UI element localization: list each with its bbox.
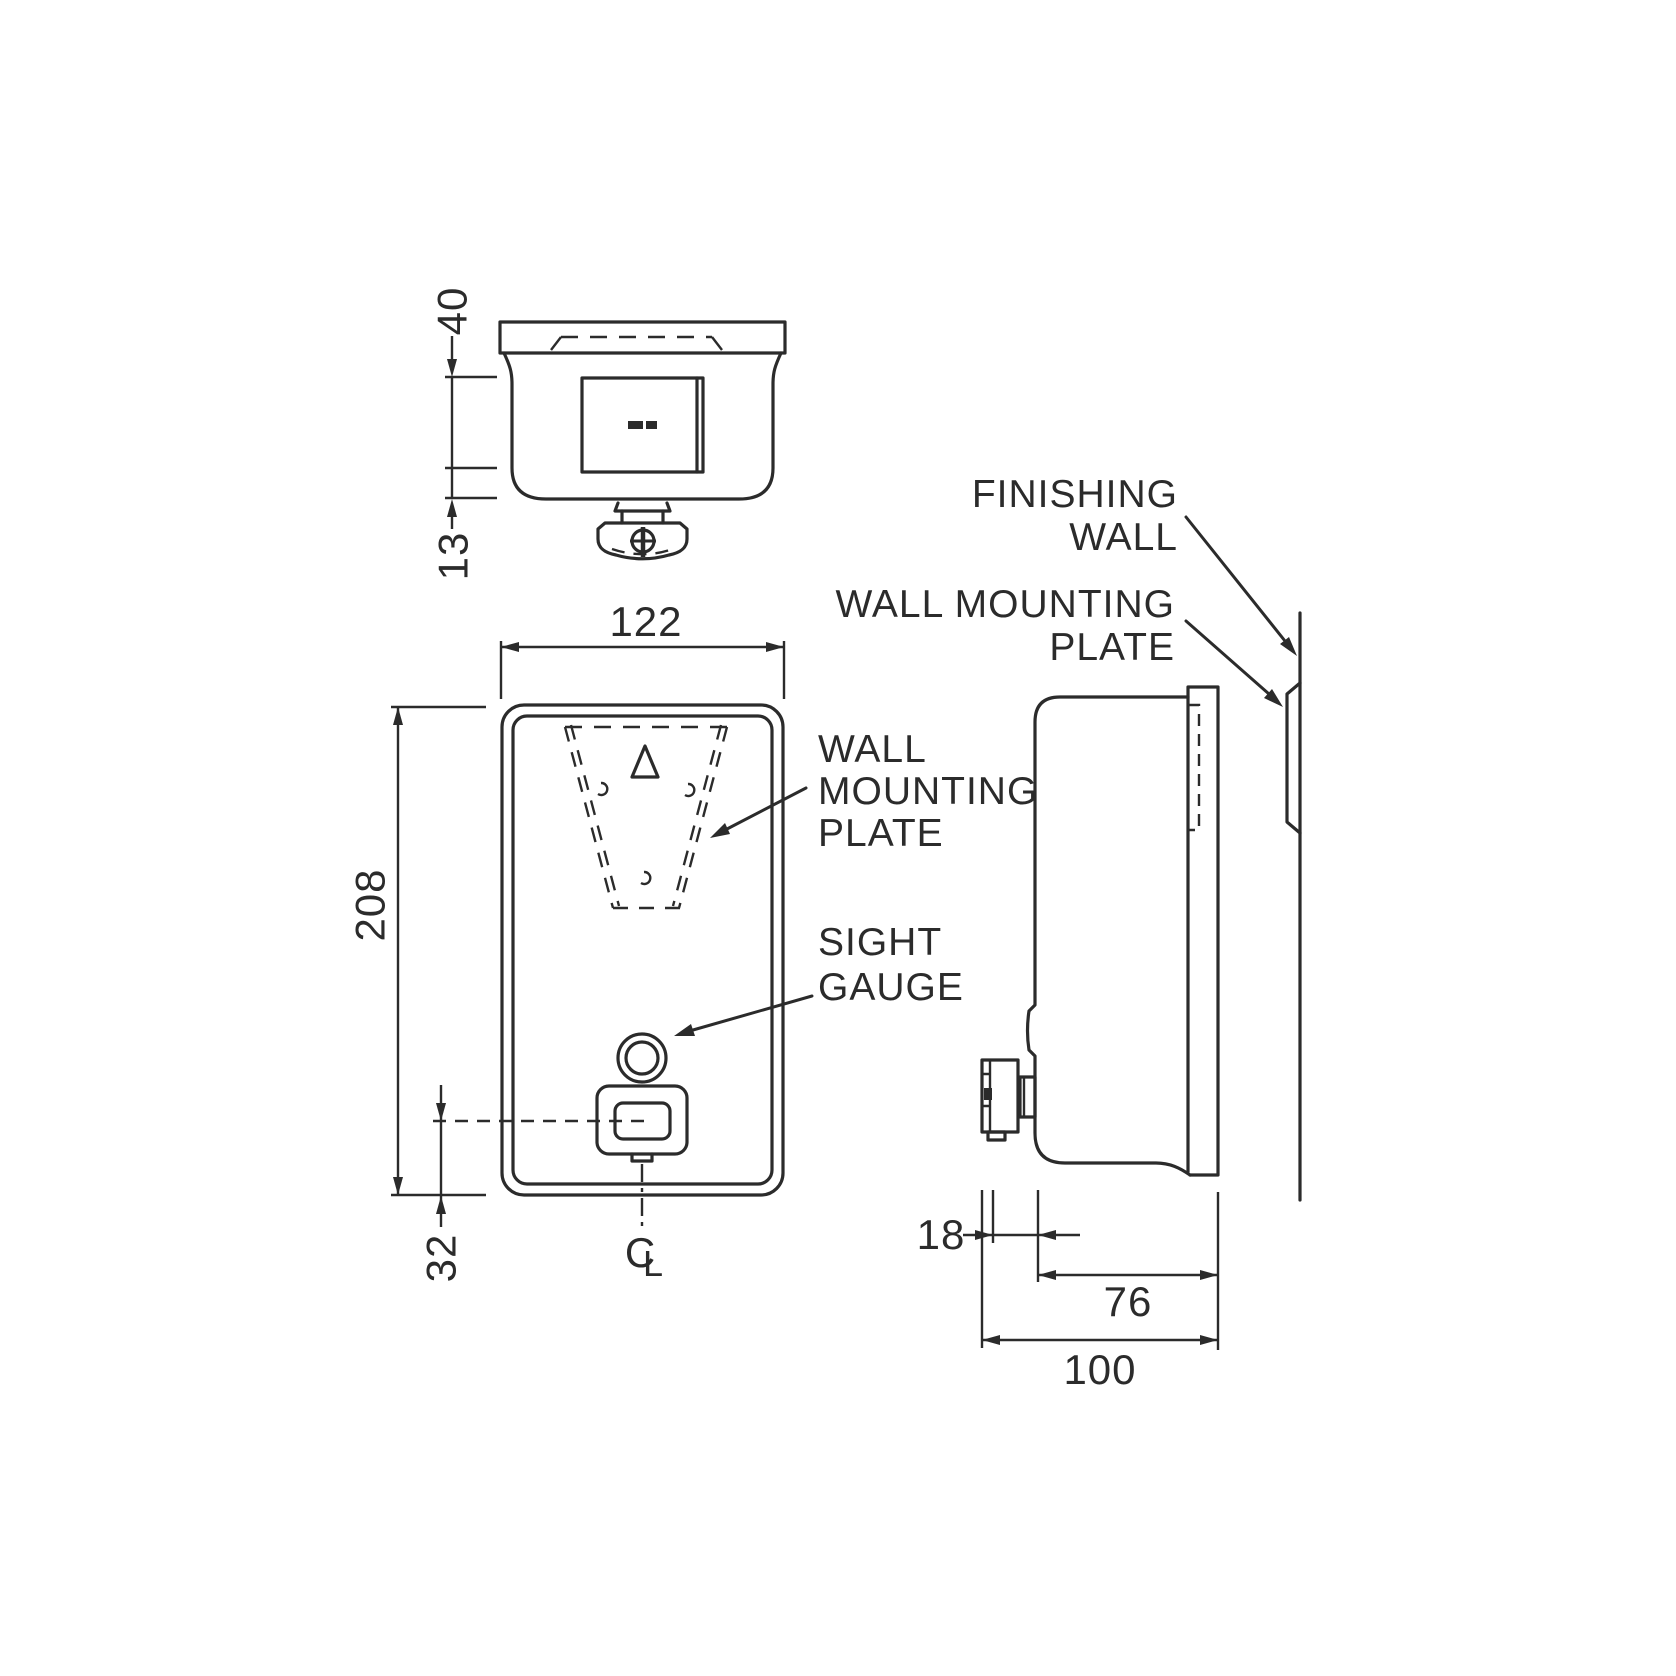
- top-view-spout-neck-flange: [613, 501, 672, 513]
- centerline-symbol-c: C: [625, 1229, 655, 1276]
- dimension-76-value: 76: [1104, 1278, 1153, 1325]
- arrowhead: [447, 359, 457, 377]
- label-line: GAUGE: [818, 966, 964, 1009]
- top-view-spout-head: [596, 521, 689, 561]
- label-line: PLATE: [1049, 626, 1175, 669]
- sight-gauge-label: SIGHT GAUGE: [674, 921, 964, 1036]
- side-view-button-stem: [1018, 1075, 1037, 1119]
- side-view-push-button: [980, 1058, 1037, 1142]
- mounting-plate-keyhole-right: [684, 782, 696, 798]
- mounting-plate-triangle-mark: [630, 744, 660, 779]
- arrowhead: [982, 1335, 1000, 1345]
- dimension-18: 18: [917, 1211, 1080, 1258]
- dimension-40: 40: [429, 287, 497, 500]
- arrowhead: [393, 707, 403, 725]
- dimension-208-value: 208: [347, 868, 394, 941]
- front-view: 122 C L: [347, 598, 1038, 1284]
- dimension-32: 32: [418, 1085, 645, 1283]
- label-line: WALL MOUNTING: [836, 583, 1175, 626]
- arrowhead: [1264, 689, 1283, 707]
- mounting-plate-keyhole-bottom: [640, 870, 652, 886]
- arrowhead: [1038, 1230, 1056, 1240]
- arrowhead: [1200, 1335, 1218, 1345]
- label-line: PLATE: [818, 812, 944, 855]
- label-line: MOUNTING: [818, 770, 1038, 813]
- label-line: WALL: [818, 728, 927, 771]
- side-view-hidden-mounting-plate: [1188, 703, 1201, 832]
- front-mounting-plate-label: WALL MOUNTING PLATE: [710, 728, 1038, 855]
- side-view-back-plate: [1186, 685, 1220, 1177]
- front-view-spout-tab: [630, 1152, 654, 1163]
- sight-gauge-inner-ring: [624, 1040, 660, 1076]
- dimension-18-value: 18: [917, 1211, 966, 1258]
- dimension-ticks: [391, 705, 486, 1197]
- top-view-spout-neck: [620, 509, 665, 525]
- arrowhead: [447, 499, 457, 517]
- dimension-13-value: 13: [430, 532, 477, 581]
- arrowhead: [1038, 1270, 1056, 1280]
- extension-lines: [499, 641, 786, 699]
- arrowhead: [710, 823, 730, 838]
- arrowhead: [436, 1103, 446, 1121]
- finishing-wall-label: FINISHING WALL: [972, 473, 1297, 656]
- arrowhead: [975, 1230, 993, 1240]
- front-view-body-inner: [511, 714, 774, 1186]
- extension-lines: [980, 1190, 1220, 1350]
- front-view-body-outer: [500, 703, 785, 1197]
- arrowhead: [674, 1024, 695, 1036]
- top-view: 40 13: [429, 287, 787, 580]
- dimension-100: 100: [982, 1335, 1218, 1393]
- arrowhead: [436, 1196, 446, 1214]
- side-view-button-tab: [986, 1130, 1007, 1142]
- dimension-76: 76: [1038, 1270, 1218, 1325]
- top-view-button-slot-left: [628, 421, 643, 429]
- arrowhead: [393, 1177, 403, 1195]
- arrowhead: [1280, 637, 1297, 656]
- mounting-plate-keyhole-left: [597, 781, 609, 797]
- dimension-40-value: 40: [429, 287, 476, 336]
- top-view-hidden-plate-right-end: [711, 336, 723, 351]
- arrowhead: [766, 642, 784, 652]
- top-view-back-flange: [498, 320, 787, 355]
- leader-line: [1184, 619, 1271, 696]
- arrowhead: [1200, 1270, 1218, 1280]
- side-mounting-plate-label: WALL MOUNTING PLATE: [836, 583, 1283, 707]
- sight-gauge-outer-ring: [616, 1032, 668, 1084]
- dimension-32-value: 32: [418, 1234, 465, 1283]
- centerline-symbol: C L: [625, 1229, 663, 1284]
- label-line: FINISHING: [972, 473, 1178, 516]
- front-view-hidden-mounting-plate: [563, 724, 729, 910]
- label-line: SIGHT: [818, 921, 942, 964]
- top-view-body-outline: [502, 351, 783, 501]
- arrowhead: [501, 642, 519, 652]
- centerline-symbol-l: L: [643, 1243, 663, 1284]
- side-view-body-outline: [1025, 695, 1192, 1177]
- side-view: 18 76 100 FINISHING WALL WALL MOUNTIN: [836, 473, 1302, 1393]
- side-view-wall-mounting-plate: [1285, 681, 1302, 835]
- leader-line: [691, 994, 814, 1032]
- top-view-hidden-plate-left-end: [550, 336, 562, 351]
- label-line: WALL: [1069, 516, 1178, 559]
- dimension-100-value: 100: [1063, 1346, 1136, 1393]
- dimension-ticks: [445, 375, 497, 500]
- dimension-122: 122: [499, 598, 786, 699]
- top-view-button-slot-right: [646, 421, 657, 429]
- dimension-122-value: 122: [609, 598, 682, 645]
- dimension-13: 13: [430, 499, 477, 580]
- dimension-208: 208: [347, 705, 486, 1197]
- leader-line: [725, 786, 808, 831]
- leader-line: [1184, 515, 1287, 643]
- top-view-push-button-housing: [580, 376, 705, 474]
